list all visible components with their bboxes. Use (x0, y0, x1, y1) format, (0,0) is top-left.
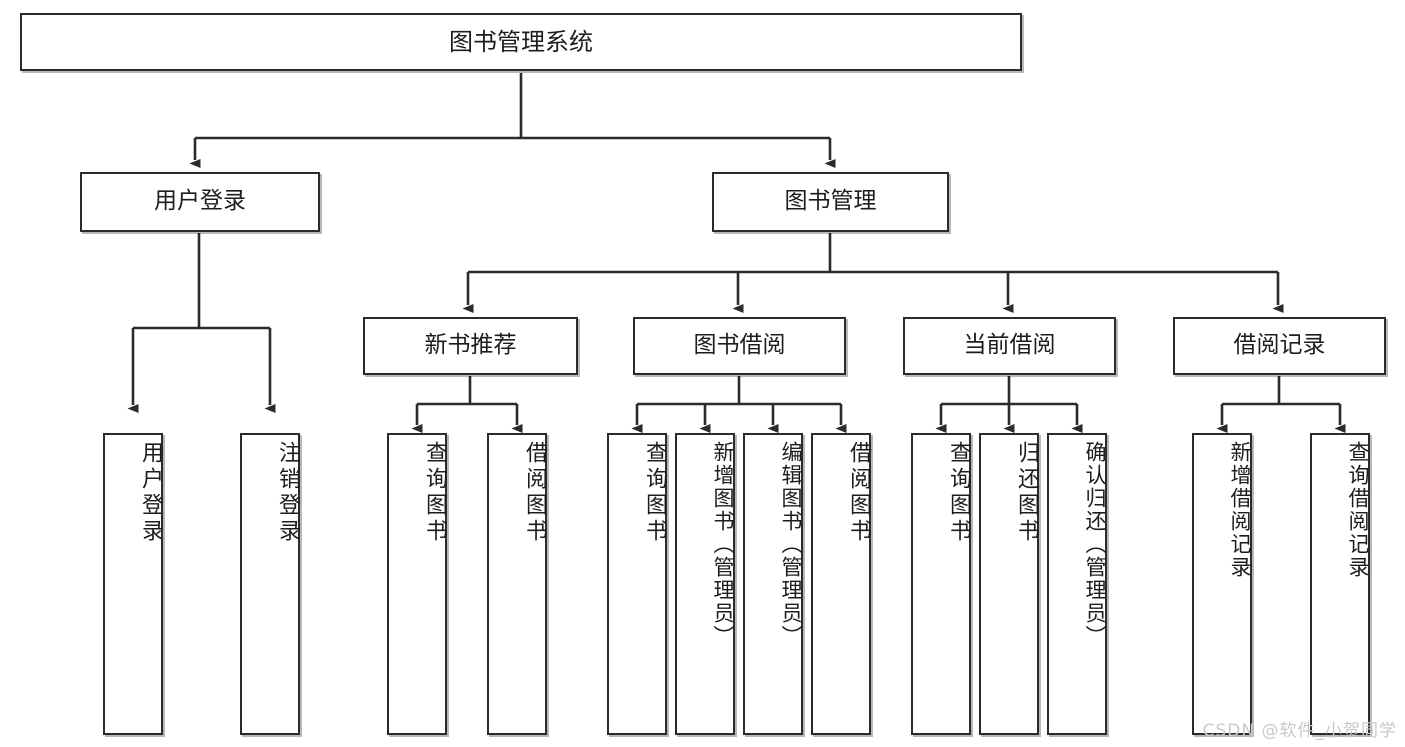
leaf-current-return-book[interactable]: 归还图书 (979, 433, 1039, 735)
node-book-borrow[interactable]: 图书借阅 (633, 317, 846, 375)
node-label: 查询图书 (422, 441, 447, 545)
node-current-borrow[interactable]: 当前借阅 (903, 317, 1116, 375)
node-label: 图书管理 (784, 188, 877, 215)
leaf-current-query-book[interactable]: 查询图书 (911, 433, 971, 735)
leaf-records-add-record[interactable]: 新增借阅记录 (1192, 433, 1252, 735)
node-label: 借阅图书 (522, 441, 547, 545)
node-label: 归还图书 (1014, 441, 1039, 545)
leaf-records-query-record[interactable]: 查询借阅记录 (1310, 433, 1370, 735)
watermark: CSDN @软件_小贺同学 (1202, 721, 1397, 741)
node-user-login[interactable]: 用户登录 (80, 172, 320, 232)
node-new-book-recommend[interactable]: 新书推荐 (363, 317, 578, 375)
leaf-newbook-borrow-book[interactable]: 借阅图书 (487, 433, 547, 735)
node-label: 新增借阅记录 (1228, 441, 1252, 579)
leaf-borrow-query-book[interactable]: 查询图书 (607, 433, 667, 735)
node-label: 用户登录 (154, 188, 246, 215)
leaf-newbook-query-book[interactable]: 查询图书 (387, 433, 447, 735)
leaf-current-confirm-return-admin[interactable]: 确认归还（管理员） (1047, 433, 1107, 735)
leaf-borrow-borrow-book[interactable]: 借阅图书 (811, 433, 871, 735)
node-label: 查询图书 (642, 441, 667, 545)
leaf-borrow-add-book-admin[interactable]: 新增图书（管理员） (675, 433, 735, 735)
node-label: 新增图书（管理员） (711, 441, 735, 648)
node-label: 确认归还（管理员） (1083, 441, 1107, 648)
node-root-system[interactable]: 图书管理系统 (20, 13, 1022, 71)
leaf-logout[interactable]: 注销登录 (240, 433, 300, 735)
node-label: 当前借阅 (963, 332, 1056, 359)
node-label: 借阅图书 (846, 441, 871, 545)
node-label: 借阅记录 (1233, 332, 1326, 359)
leaf-user-login[interactable]: 用户登录 (103, 433, 163, 735)
node-label: 注销登录 (275, 441, 300, 545)
node-label: 查询借阅记录 (1346, 441, 1370, 579)
node-label: 编辑图书（管理员） (779, 441, 803, 648)
node-label: 新书推荐 (424, 332, 517, 359)
node-book-management[interactable]: 图书管理 (712, 172, 949, 232)
node-label: 图书借阅 (693, 332, 786, 359)
node-borrow-records[interactable]: 借阅记录 (1173, 317, 1386, 375)
node-label: 图书管理系统 (449, 27, 593, 56)
node-label: 查询图书 (946, 441, 971, 545)
node-label: 用户登录 (138, 441, 163, 545)
leaf-borrow-edit-book-admin[interactable]: 编辑图书（管理员） (743, 433, 803, 735)
